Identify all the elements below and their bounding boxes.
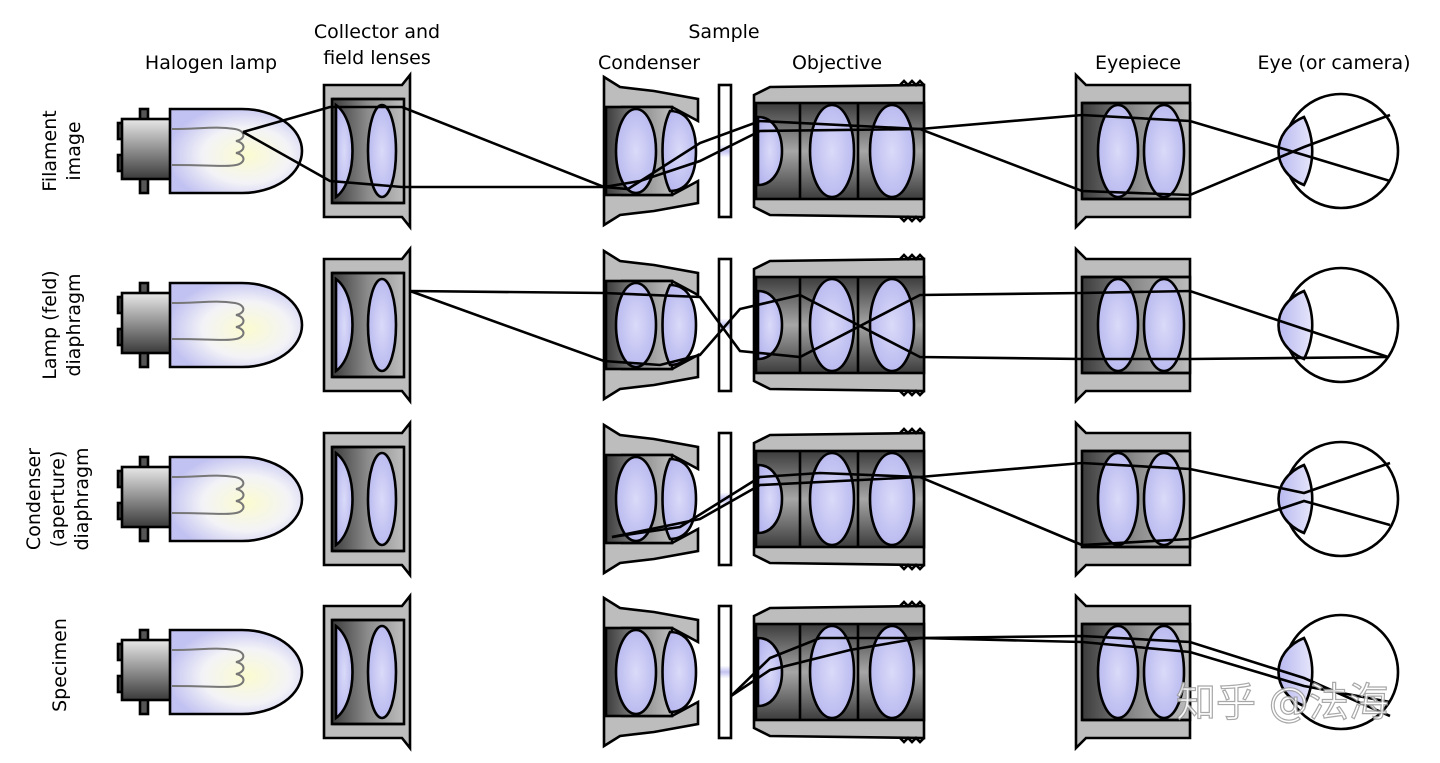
row-label-line: image [63, 121, 85, 180]
row-label-specimen: Specimen [49, 618, 71, 712]
row-label-line: Lamp (feld) [39, 270, 61, 379]
row-label-condenser-diaphragm: Condenser (aperture) diaphragm [23, 447, 93, 550]
row-label-lamp-diaphragm: Lamp (feld) diaphragm [39, 270, 85, 379]
label-eye: Eye (or camera) [1257, 52, 1410, 74]
row-lamp-diaphragm [116, 247, 1400, 403]
row-label-line: (aperture) [47, 451, 69, 548]
label-sample: Sample [688, 21, 759, 43]
row-label-filament-image: Filament image [39, 110, 85, 191]
row-label-line: diaphragm [63, 273, 85, 376]
row-condenser-aperture-diaphragm [116, 421, 1400, 577]
label-eyepiece: Eyepiece [1095, 52, 1181, 74]
row-label-line: diaphragm [71, 447, 93, 550]
light-rays [409, 289, 1389, 367]
light-rays [611, 461, 1391, 547]
label-halogen-lamp: Halogen lamp [145, 52, 277, 74]
row-specimen [116, 594, 1400, 750]
row-label-line: Filament [39, 110, 61, 191]
label-objective: Objective [792, 52, 882, 74]
light-rays [242, 105, 1391, 197]
light-rays [730, 634, 1391, 718]
label-collector-line2: field lenses [323, 47, 431, 69]
label-collector-line1: Collector and [314, 21, 440, 43]
row-label-line: Specimen [49, 618, 71, 712]
label-condenser: Condenser [598, 52, 700, 74]
row-label-line: Condenser [23, 448, 45, 550]
row-filament-image [116, 73, 1400, 229]
watermark: 知乎 @法海 [1176, 680, 1389, 726]
